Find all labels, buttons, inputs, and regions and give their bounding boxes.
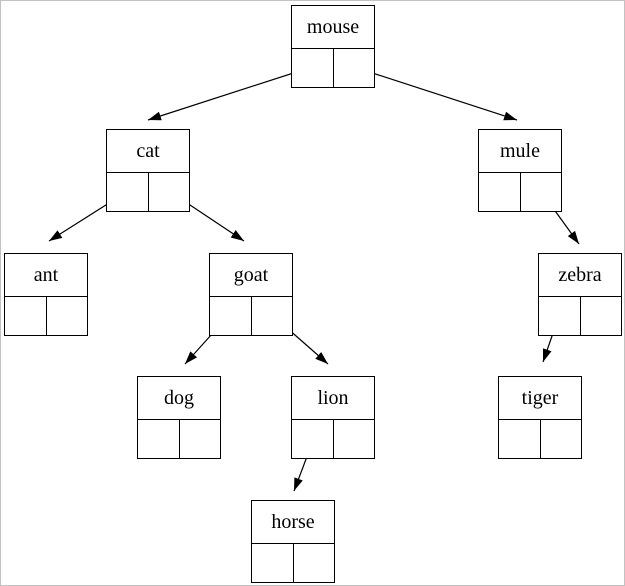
tree-node-label-goat: goat: [210, 254, 292, 297]
right-pointer-cell-goat: [252, 297, 293, 335]
tree-node-label-dog: dog: [138, 377, 220, 420]
left-pointer-cell-mule: [479, 173, 521, 211]
tree-node-label-lion: lion: [292, 377, 374, 420]
tree-node-lion: lion: [291, 376, 375, 459]
tree-node-label-mouse: mouse: [292, 6, 374, 49]
tree-node-label-zebra: zebra: [539, 254, 621, 297]
tree-node-horse: horse: [251, 500, 335, 583]
tree-node-ant: ant: [4, 253, 88, 336]
left-pointer-cell-zebra: [539, 297, 581, 335]
right-pointer-cell-ant: [47, 297, 88, 335]
right-pointer-cell-cat: [149, 173, 190, 211]
pointer-cells-horse: [252, 544, 334, 582]
tree-node-goat: goat: [209, 253, 293, 336]
right-pointer-cell-dog: [180, 420, 221, 458]
tree-node-mule: mule: [478, 129, 562, 212]
right-pointer-cell-tiger: [541, 420, 582, 458]
left-pointer-cell-cat: [107, 173, 149, 211]
left-pointer-cell-dog: [138, 420, 180, 458]
tree-node-tiger: tiger: [498, 376, 582, 459]
right-pointer-cell-horse: [294, 544, 335, 582]
left-pointer-cell-goat: [210, 297, 252, 335]
tree-node-label-cat: cat: [107, 130, 189, 173]
tree-node-label-horse: horse: [252, 501, 334, 544]
left-pointer-cell-lion: [292, 420, 334, 458]
pointer-cells-zebra: [539, 297, 621, 335]
edge-mouse-right-mule: [353, 66, 518, 121]
tree-node-label-mule: mule: [479, 130, 561, 173]
tree-node-label-tiger: tiger: [499, 377, 581, 420]
left-pointer-cell-tiger: [499, 420, 541, 458]
tree-node-cat: cat: [106, 129, 190, 212]
pointer-cells-mule: [479, 173, 561, 211]
pointer-cells-goat: [210, 297, 292, 335]
pointer-cells-ant: [5, 297, 87, 335]
tree-node-dog: dog: [137, 376, 221, 459]
pointer-cells-dog: [138, 420, 220, 458]
tree-node-label-ant: ant: [5, 254, 87, 297]
pointer-cells-tiger: [499, 420, 581, 458]
left-pointer-cell-ant: [5, 297, 47, 335]
left-pointer-cell-mouse: [292, 49, 334, 87]
edge-mouse-left-cat: [147, 66, 313, 121]
right-pointer-cell-zebra: [581, 297, 622, 335]
tree-node-zebra: zebra: [538, 253, 622, 336]
pointer-cells-cat: [107, 173, 189, 211]
left-pointer-cell-horse: [252, 544, 294, 582]
tree-node-mouse: mouse: [291, 5, 375, 88]
pointer-cells-mouse: [292, 49, 374, 87]
right-pointer-cell-mule: [521, 173, 562, 211]
right-pointer-cell-lion: [334, 420, 375, 458]
pointer-cells-lion: [292, 420, 374, 458]
right-pointer-cell-mouse: [334, 49, 375, 87]
